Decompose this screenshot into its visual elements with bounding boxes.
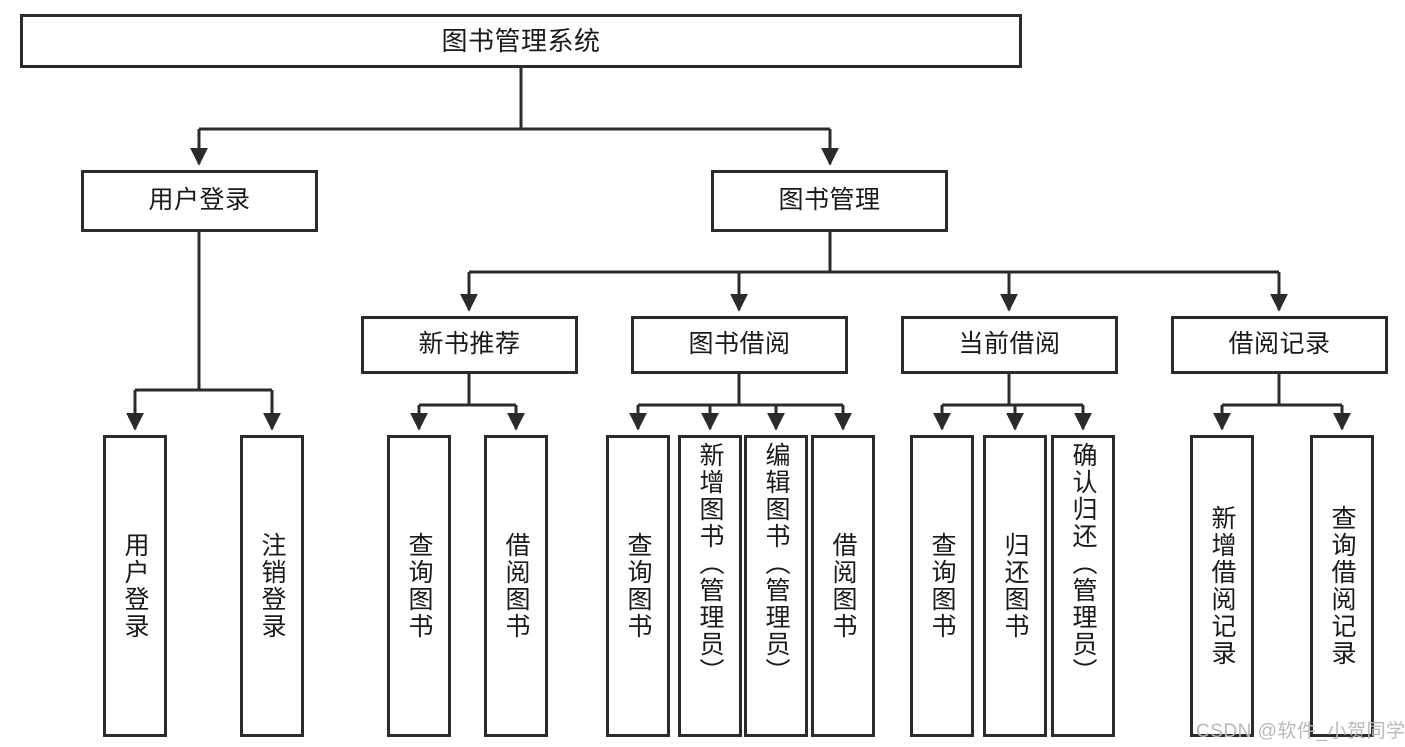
node-leaf-edit-book-label: 编辑图书（管理员） bbox=[762, 442, 790, 685]
node-user-login[interactable]: 用户登录 bbox=[81, 170, 318, 232]
node-leaf-add-record-label: 新增借阅记录 bbox=[1208, 505, 1236, 667]
node-leaf-query-book-3-label: 查询图书 bbox=[928, 532, 956, 640]
node-book-borrow[interactable]: 图书借阅 bbox=[631, 316, 848, 374]
node-leaf-add-book-label: 新增图书（管理员） bbox=[696, 442, 724, 685]
node-leaf-borrow-book-1[interactable]: 借阅图书 bbox=[484, 435, 548, 737]
node-leaf-return-book[interactable]: 归还图书 bbox=[983, 435, 1047, 737]
node-leaf-user-login[interactable]: 用户登录 bbox=[103, 435, 167, 737]
node-borrow-record-label: 借阅记录 bbox=[1228, 330, 1331, 359]
node-leaf-add-record[interactable]: 新增借阅记录 bbox=[1190, 435, 1254, 737]
node-leaf-query-book-2[interactable]: 查询图书 bbox=[606, 435, 670, 737]
node-leaf-borrow-book-1-label: 借阅图书 bbox=[502, 532, 530, 640]
node-book-borrow-label: 图书借阅 bbox=[688, 330, 791, 359]
node-leaf-query-record-label: 查询借阅记录 bbox=[1328, 505, 1356, 667]
node-leaf-borrow-book-2-label: 借阅图书 bbox=[829, 532, 857, 640]
node-leaf-edit-book[interactable]: 编辑图书（管理员） bbox=[744, 435, 808, 737]
node-leaf-query-book-2-label: 查询图书 bbox=[624, 532, 652, 640]
node-new-book-rec-label: 新书推荐 bbox=[418, 330, 521, 359]
node-leaf-logout[interactable]: 注销登录 bbox=[240, 435, 304, 737]
node-borrow-record[interactable]: 借阅记录 bbox=[1171, 316, 1388, 374]
node-leaf-logout-label: 注销登录 bbox=[258, 532, 286, 640]
node-leaf-confirm-return[interactable]: 确认归还（管理员） bbox=[1051, 435, 1115, 737]
node-root-label: 图书管理系统 bbox=[441, 25, 601, 56]
node-leaf-confirm-return-label: 确认归还（管理员） bbox=[1069, 442, 1097, 685]
watermark-text: CSDN @软件_小贺同学 bbox=[1196, 721, 1405, 742]
node-leaf-user-login-label: 用户登录 bbox=[121, 532, 149, 640]
node-current-borrow[interactable]: 当前借阅 bbox=[901, 316, 1118, 374]
node-leaf-return-book-label: 归还图书 bbox=[1001, 532, 1029, 640]
node-user-login-label: 用户登录 bbox=[148, 186, 251, 215]
node-root[interactable]: 图书管理系统 bbox=[20, 14, 1022, 68]
node-leaf-add-book[interactable]: 新增图书（管理员） bbox=[678, 435, 742, 737]
node-current-borrow-label: 当前借阅 bbox=[958, 330, 1061, 359]
node-leaf-borrow-book-2[interactable]: 借阅图书 bbox=[811, 435, 875, 737]
node-book-manage-label: 图书管理 bbox=[778, 186, 881, 215]
node-book-manage[interactable]: 图书管理 bbox=[711, 170, 948, 232]
node-leaf-query-book-3[interactable]: 查询图书 bbox=[910, 435, 974, 737]
node-leaf-query-book-1[interactable]: 查询图书 bbox=[387, 435, 451, 737]
node-leaf-query-book-1-label: 查询图书 bbox=[405, 532, 433, 640]
node-new-book-rec[interactable]: 新书推荐 bbox=[361, 316, 578, 374]
node-leaf-query-record[interactable]: 查询借阅记录 bbox=[1310, 435, 1374, 737]
